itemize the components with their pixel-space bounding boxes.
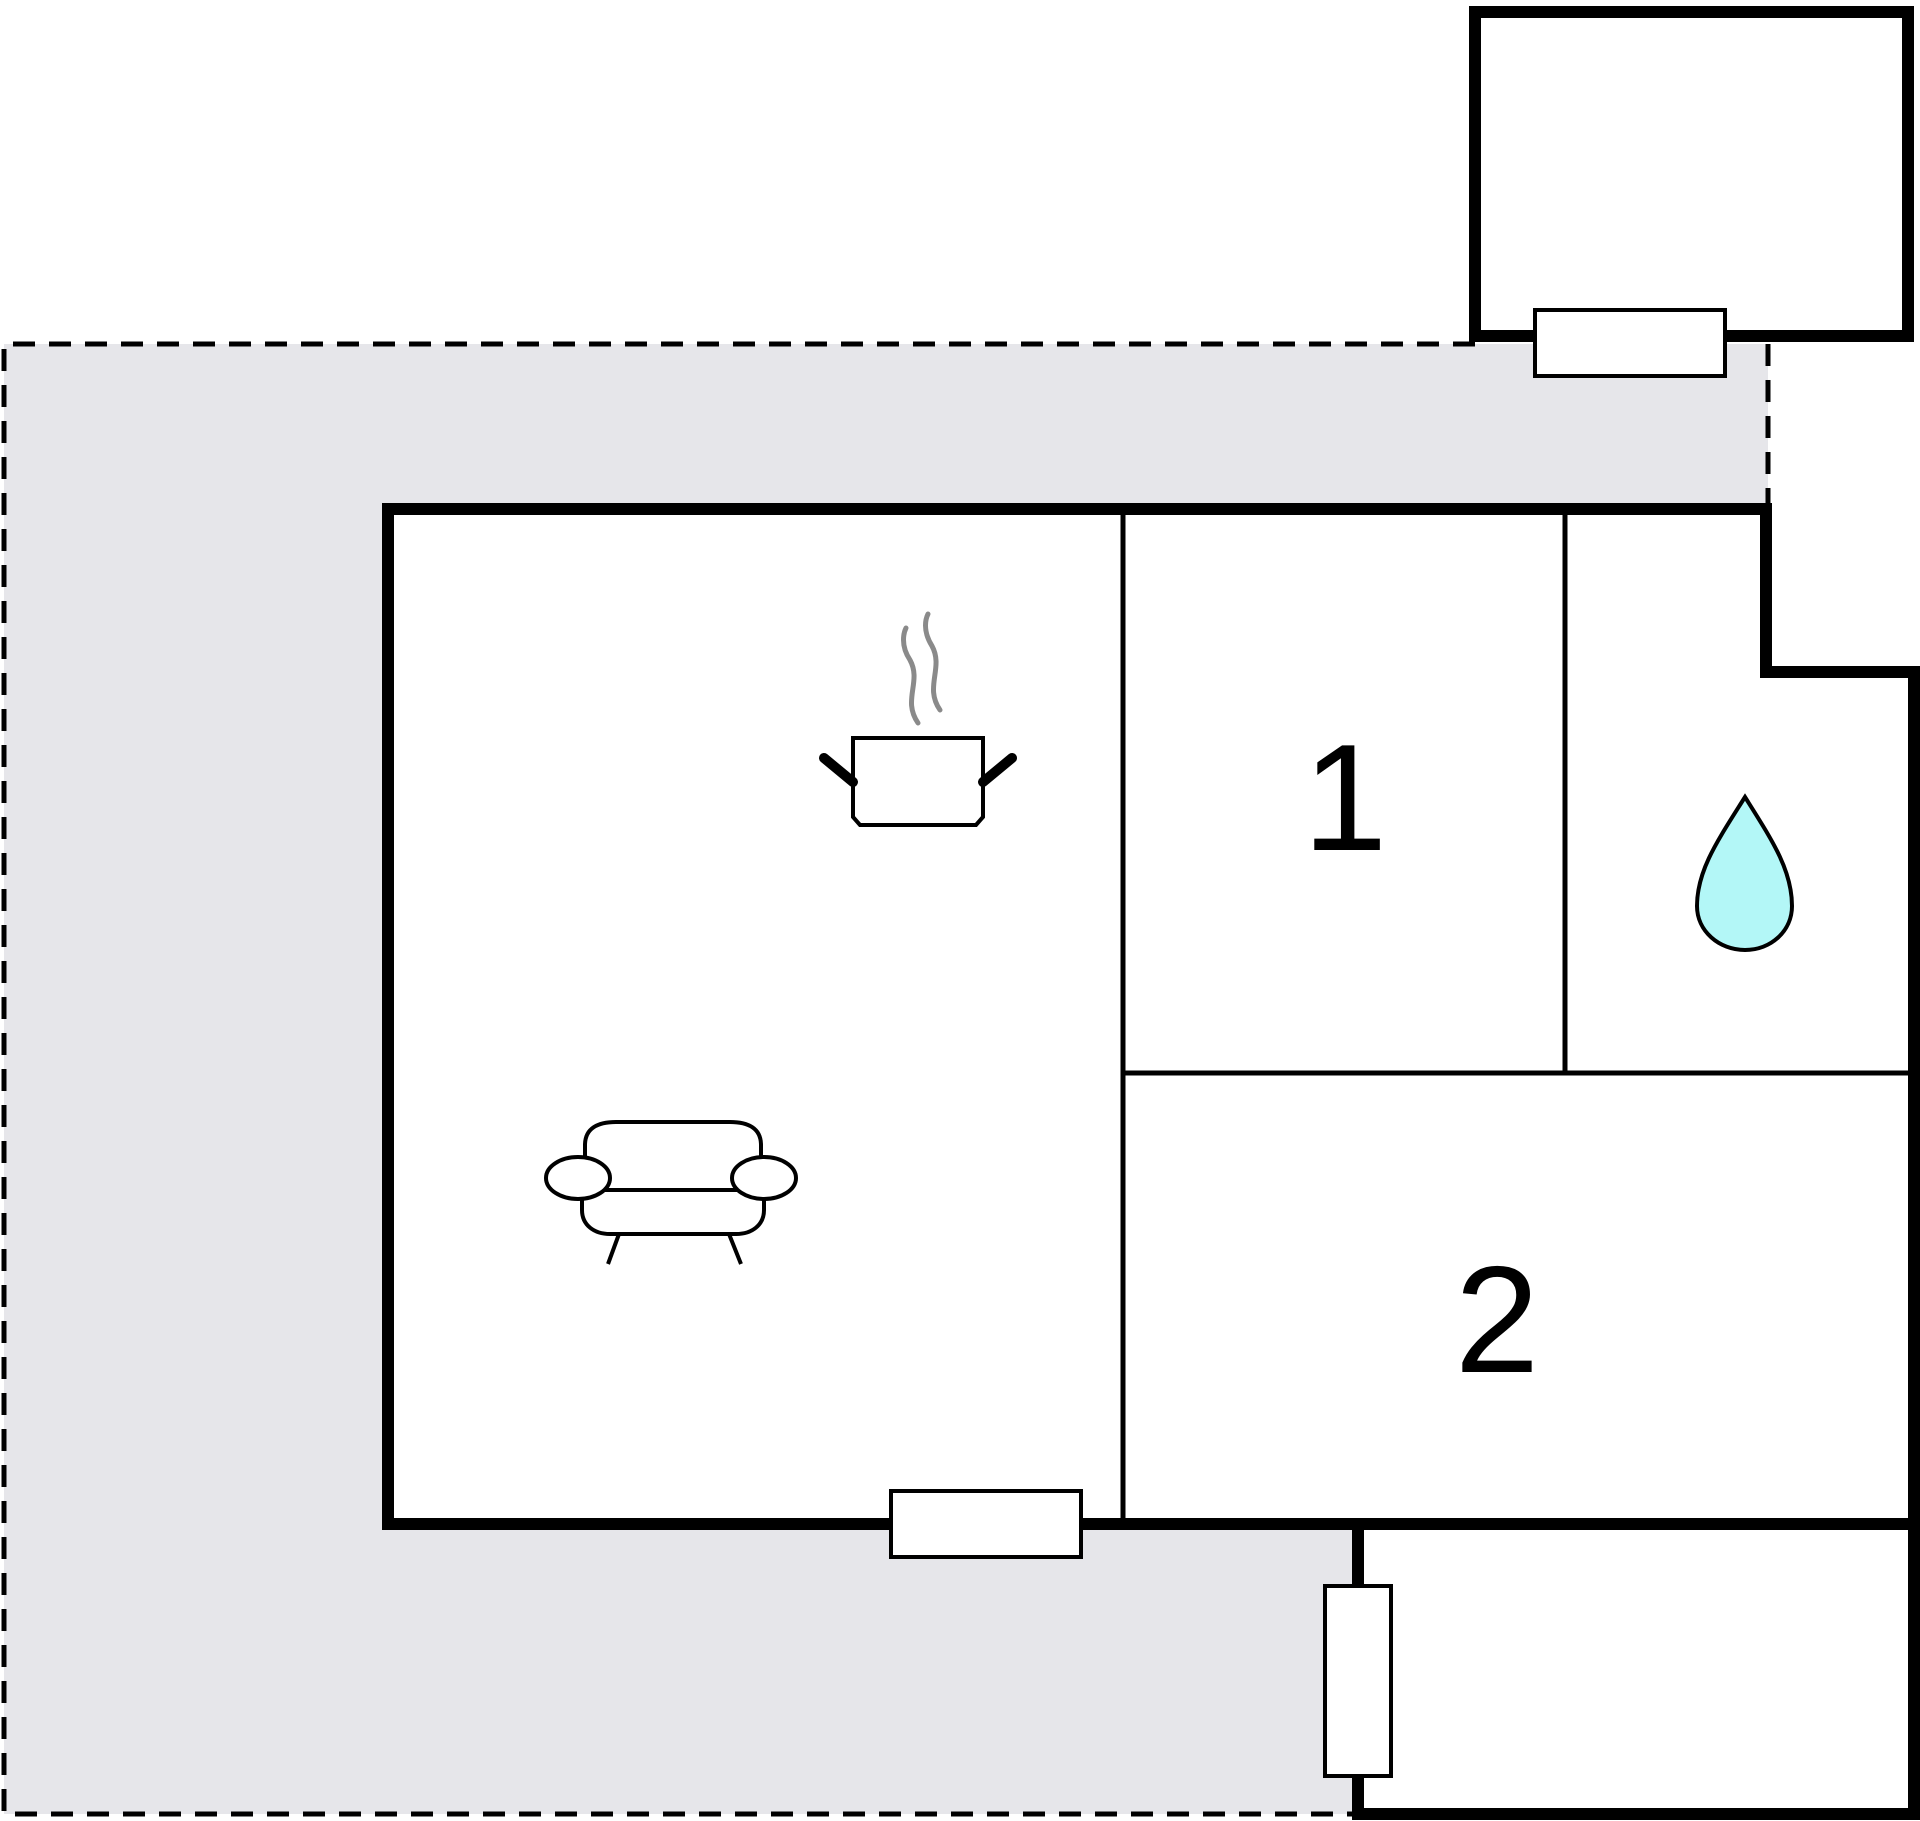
door-living-room: [889, 1489, 1083, 1559]
pot-handle-right: [978, 753, 1017, 787]
sofa-leg-left: [606, 1233, 621, 1265]
house-exterior-wall: [382, 503, 1920, 1530]
terrace-boundary: [1, 341, 1475, 1817]
sofa-backrest: [583, 1120, 763, 1192]
kitchen-pot-icon: [819, 611, 1017, 827]
sofa-seat: [580, 1188, 766, 1236]
door-annex: [1323, 1584, 1393, 1778]
outbuilding-wall: [1469, 6, 1914, 342]
sofa-icon: [544, 1120, 798, 1265]
pot-body: [851, 736, 985, 827]
steam-line-left: [901, 625, 921, 726]
terrace-area: [4, 344, 1768, 1814]
sofa-leg-right: [727, 1233, 743, 1265]
steam-line-right: [923, 611, 943, 713]
room-label-2: 2: [1455, 1235, 1540, 1405]
door-outbuilding: [1533, 308, 1727, 378]
room-label-1: 1: [1303, 713, 1388, 883]
sofa-arm-left: [544, 1155, 612, 1201]
sofa-arm-right: [730, 1155, 798, 1201]
water-drop-icon: [1694, 793, 1795, 953]
pot-handle-left: [819, 753, 858, 787]
annex-wall: [1352, 1518, 1920, 1820]
